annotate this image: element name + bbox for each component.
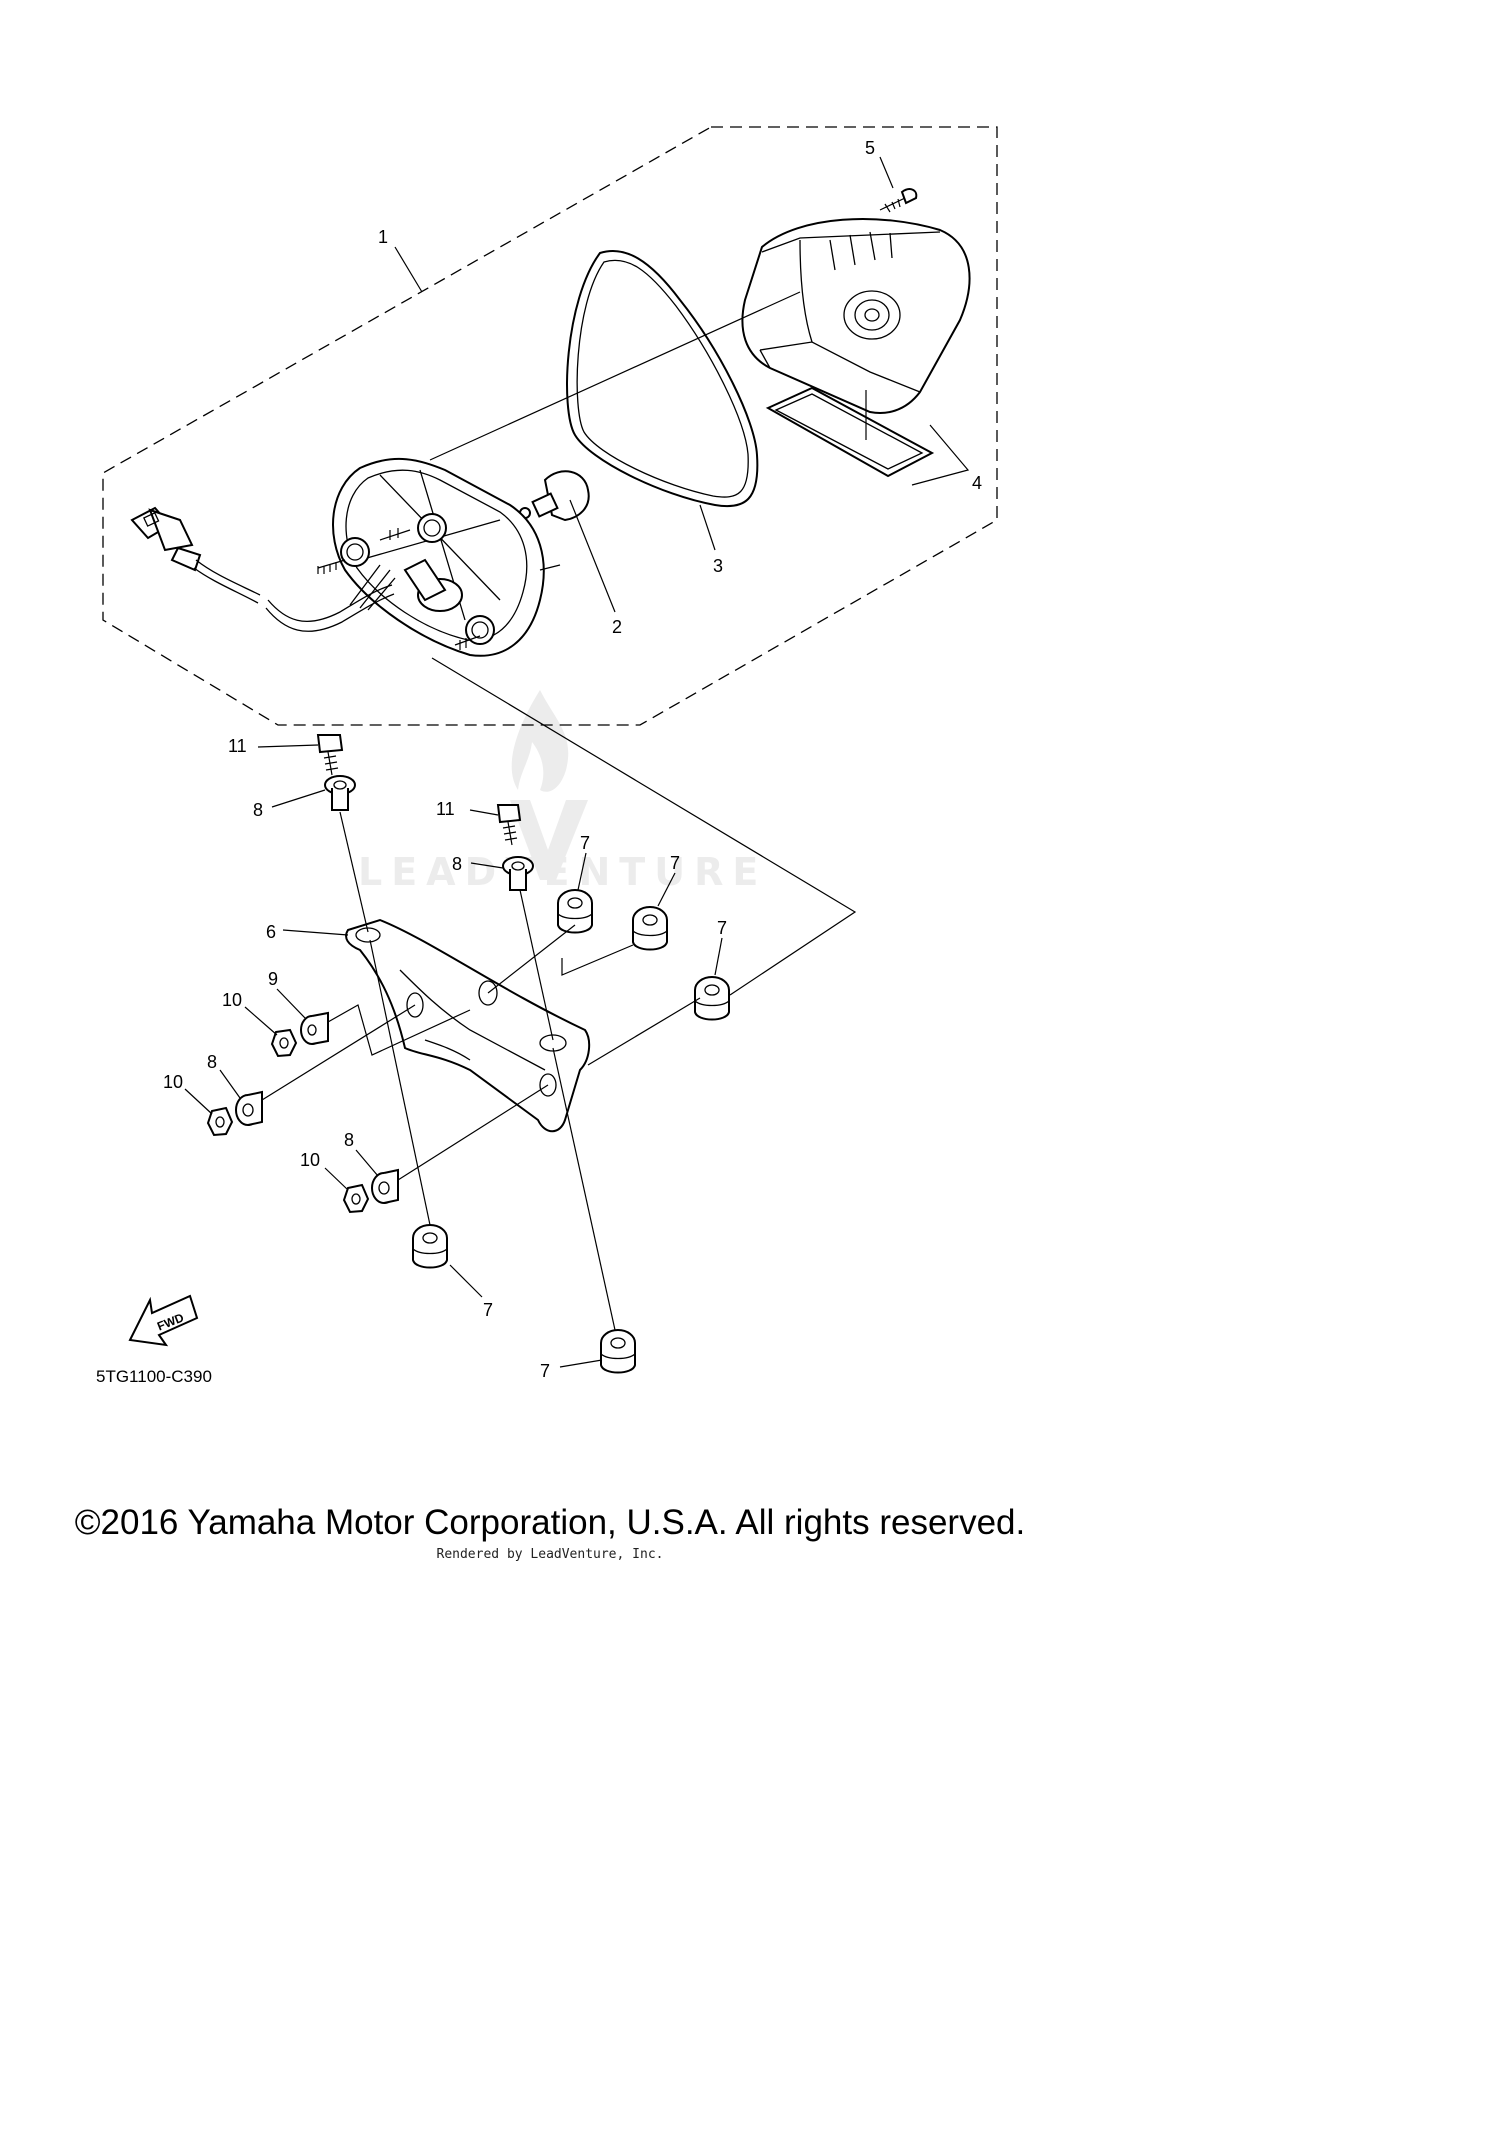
screw [879, 188, 918, 213]
base-housing [317, 457, 561, 657]
callout-3: 3 [713, 556, 723, 576]
gasket [566, 249, 759, 508]
watermark-text: LEADVENTURE [358, 850, 767, 894]
collar-mid-left [235, 1090, 263, 1126]
callout-10a: 10 [222, 990, 242, 1010]
wire-harness [130, 506, 396, 632]
callout-11a: 11 [228, 736, 247, 756]
callout-7e: 7 [540, 1361, 550, 1381]
lens-housing [741, 218, 971, 414]
leader-1 [394, 246, 423, 293]
collar-part-9 [300, 1011, 329, 1045]
copyright-notice: ©2016 Yamaha Motor Corporation, U.S.A. A… [74, 1503, 1026, 1542]
collar-top-left [324, 775, 356, 811]
callout-5: 5 [865, 138, 875, 158]
callout-8a: 8 [253, 800, 263, 820]
bolt-upper-right [496, 804, 522, 846]
bulb [519, 470, 590, 522]
bracket-leaders [184, 744, 723, 1368]
grommet-d [412, 1224, 448, 1269]
nut-lower [342, 1183, 370, 1214]
assembly-boundary [102, 126, 998, 726]
grommet-a [557, 889, 593, 934]
callout-10c: 10 [300, 1150, 320, 1170]
bracket [345, 918, 591, 1133]
callout-8d: 8 [344, 1130, 354, 1150]
collar-lower [371, 1168, 399, 1204]
leader-3 [699, 504, 716, 551]
rendered-by-credit: Rendered by LeadVenture, Inc. [436, 1547, 664, 1562]
callout-8b: 8 [452, 854, 462, 874]
callout-9: 9 [268, 969, 278, 989]
callout-6: 6 [266, 922, 276, 942]
fwd-arrow-icon: FWD [128, 1294, 199, 1347]
callout-8c: 8 [207, 1052, 217, 1072]
callout-10b: 10 [163, 1072, 183, 1092]
nut-middle [206, 1106, 234, 1137]
grommet-e [600, 1329, 636, 1374]
grommet-c [694, 976, 730, 1021]
nut-upper [270, 1028, 298, 1058]
callout-11b: 11 [436, 799, 455, 819]
callout-7b: 7 [670, 853, 680, 873]
leader-4 [911, 424, 970, 486]
callout-7a: 7 [580, 833, 590, 853]
diagram-code: 5TG1100-C390 [96, 1367, 212, 1386]
callouts: 1 2 3 4 5 6 7 7 7 7 7 8 8 8 8 9 10 10 10… [163, 138, 982, 1381]
callout-1: 1 [378, 227, 388, 247]
leader-5 [879, 156, 894, 189]
grommet-b [632, 906, 668, 951]
leader-2 [569, 499, 616, 613]
bolt-upper-left [316, 734, 344, 776]
callout-7d: 7 [483, 1300, 493, 1320]
callout-4: 4 [972, 473, 982, 493]
parts-diagram: LEADVENTURE [96, 126, 998, 1386]
collar-top-right [502, 856, 534, 891]
callout-2: 2 [612, 617, 622, 637]
assembly-lines [261, 657, 857, 1331]
leader-axis [429, 291, 867, 461]
lens-plate [765, 386, 935, 478]
callout-7c: 7 [717, 918, 727, 938]
leadventure-watermark: LEADVENTURE [358, 690, 767, 894]
